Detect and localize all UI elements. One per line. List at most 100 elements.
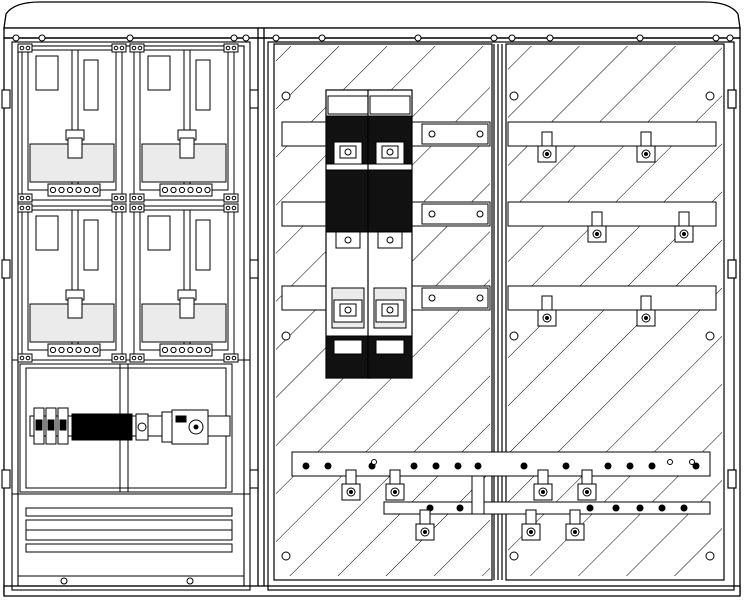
terminal-screw bbox=[161, 346, 169, 354]
terminal-screw bbox=[92, 186, 99, 194]
fuse-lower-clamp bbox=[375, 299, 405, 323]
busbar-right bbox=[507, 121, 717, 147]
meter-module bbox=[17, 203, 127, 363]
busbar-link-bolt bbox=[428, 294, 436, 302]
bracket-screw bbox=[25, 45, 31, 51]
bracket-screw bbox=[19, 205, 25, 211]
meter-base bbox=[141, 143, 227, 183]
terminal-rail-area bbox=[17, 363, 245, 587]
bracket-screw bbox=[25, 205, 31, 211]
meter-module bbox=[129, 203, 239, 363]
bracket-screw bbox=[131, 45, 137, 51]
panel-screws bbox=[281, 91, 715, 561]
clamp-bolt-center bbox=[644, 316, 648, 320]
rail-terminal bbox=[520, 462, 528, 470]
fuse-bottom-slot bbox=[333, 339, 363, 355]
terminal-screw bbox=[66, 346, 74, 354]
fuse-unit-top-cap bbox=[327, 95, 369, 115]
meter-window bbox=[35, 215, 59, 251]
mount-bracket bbox=[17, 193, 33, 203]
terminal-screw bbox=[187, 186, 194, 194]
mount-bracket bbox=[111, 193, 127, 203]
rail-terminal bbox=[604, 462, 612, 470]
mount-bracket bbox=[223, 193, 239, 203]
bracket-screw bbox=[225, 195, 231, 201]
busbar-link-plate bbox=[421, 287, 489, 309]
meter-plug bbox=[67, 137, 83, 159]
meter-plug bbox=[67, 297, 83, 319]
rail-terminal bbox=[302, 462, 310, 470]
busbar-right bbox=[507, 285, 717, 311]
terminal-screw bbox=[195, 346, 203, 354]
terminal-screw bbox=[75, 186, 82, 194]
terminal-screw bbox=[49, 346, 57, 354]
busbar-link bbox=[421, 123, 489, 145]
neutral-rail-upper bbox=[291, 451, 711, 477]
mount-bracket bbox=[111, 203, 127, 213]
clamp-screw bbox=[386, 236, 394, 244]
fuse-mid-clamp bbox=[377, 231, 403, 249]
rail-terminal-open bbox=[371, 459, 377, 465]
mount-bracket bbox=[223, 43, 239, 53]
phase-clamp bbox=[537, 131, 557, 163]
neutral-clamp bbox=[385, 469, 405, 501]
rail-terminal bbox=[410, 462, 418, 470]
meter-terminal-block bbox=[159, 183, 213, 197]
rail-terminal bbox=[612, 504, 620, 512]
mount-bracket bbox=[129, 193, 145, 203]
fuse-upper-clamp bbox=[333, 141, 363, 165]
bracket-screw bbox=[225, 45, 231, 51]
bracket-screw bbox=[25, 355, 31, 361]
neutral-clamp bbox=[577, 469, 597, 501]
fuse-switch-unit bbox=[325, 89, 371, 379]
phase-clamp bbox=[587, 211, 607, 243]
busbar-link-bolt bbox=[476, 294, 484, 302]
bracket-screw bbox=[131, 205, 137, 211]
rail-terminal bbox=[586, 504, 594, 512]
clamp-bolt-center bbox=[423, 530, 427, 534]
fuse-lower-block bbox=[367, 169, 413, 233]
meter-terminal-block bbox=[47, 343, 101, 357]
fuse-lower-clamp bbox=[333, 299, 363, 323]
mount-bracket bbox=[129, 43, 145, 53]
bracket-screw bbox=[137, 45, 143, 51]
meter-display bbox=[195, 59, 211, 111]
rail-terminal bbox=[626, 462, 634, 470]
bracket-screw bbox=[119, 205, 125, 211]
terminal-screw bbox=[178, 346, 186, 354]
clamp-bolt-center bbox=[595, 232, 599, 236]
clamp-screw bbox=[386, 306, 394, 314]
clamp-bolt-center bbox=[573, 530, 577, 534]
mount-bracket bbox=[129, 353, 145, 363]
busbar-link bbox=[421, 287, 489, 309]
terminal-screw bbox=[161, 186, 169, 194]
neutral-clamp bbox=[415, 509, 435, 541]
mount-bracket bbox=[223, 203, 239, 213]
rail-terminal bbox=[454, 462, 462, 470]
clamp-screw bbox=[344, 306, 352, 314]
meter-display bbox=[83, 219, 99, 271]
terminal-screw bbox=[58, 346, 65, 354]
clamp-bolt-center bbox=[529, 530, 533, 534]
clamp-bolt-center bbox=[541, 490, 545, 494]
busbar-link-bolt bbox=[428, 130, 436, 138]
terminal-strip bbox=[71, 413, 133, 441]
clamp-bolt-center bbox=[682, 232, 686, 236]
bracket-screw bbox=[231, 355, 237, 361]
neutral-clamp bbox=[565, 509, 585, 541]
bracket-screw bbox=[19, 195, 25, 201]
clamp-screw bbox=[344, 236, 352, 244]
bracket-screw bbox=[113, 355, 119, 361]
meter-module bbox=[129, 43, 239, 203]
right-compartment-frame bbox=[267, 41, 737, 591]
terminal-screw bbox=[49, 186, 57, 194]
fuse-unit-top-cap bbox=[369, 95, 411, 115]
busbar-link-bolt bbox=[476, 210, 484, 218]
clamp-screw bbox=[344, 148, 352, 156]
bracket-screw bbox=[137, 355, 143, 361]
rail-terminal-open bbox=[689, 459, 695, 465]
clamp-bolt-center bbox=[644, 152, 648, 156]
cabinet-shell bbox=[3, 1, 741, 597]
terminal-screw bbox=[178, 186, 186, 194]
